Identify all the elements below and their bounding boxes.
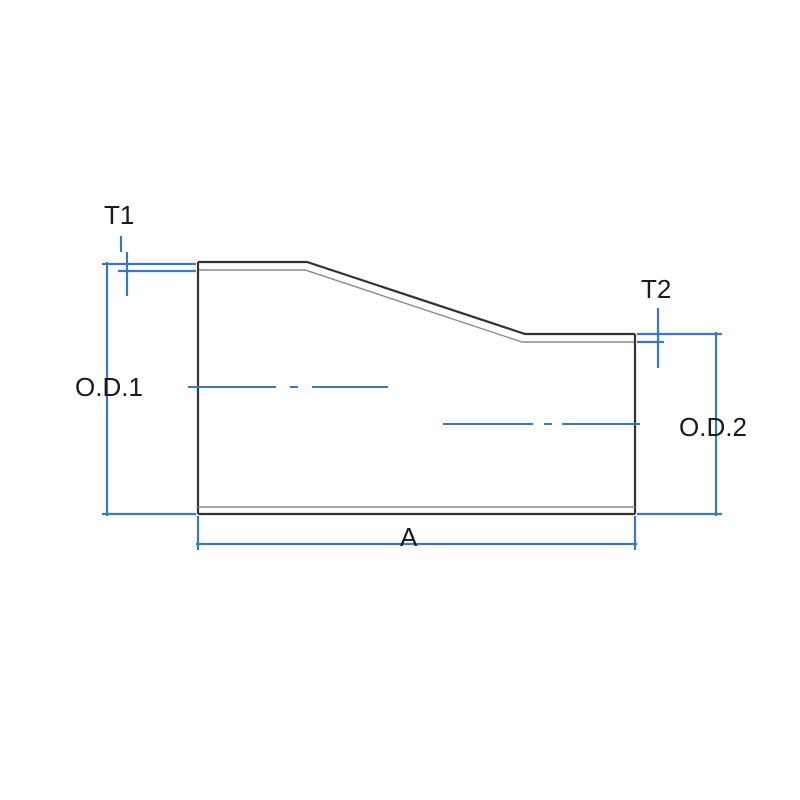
a-dimension: A: [196, 516, 637, 552]
t2-label: T2: [641, 274, 671, 304]
od1-label: O.D.1: [75, 372, 143, 402]
body-inner-top-edge: [198, 269, 635, 343]
centerlines: [188, 386, 640, 425]
t2-dimension: T2: [637, 274, 671, 368]
a-label: A: [400, 522, 418, 552]
od2-label: O.D.2: [679, 412, 747, 442]
od2-dimension: O.D.2: [637, 332, 747, 516]
t1-dimension: T1: [104, 200, 196, 296]
t1-label: T1: [104, 200, 134, 230]
body-outer-top-edge: [198, 260, 635, 336]
od1-dimension: O.D.1: [75, 262, 196, 516]
